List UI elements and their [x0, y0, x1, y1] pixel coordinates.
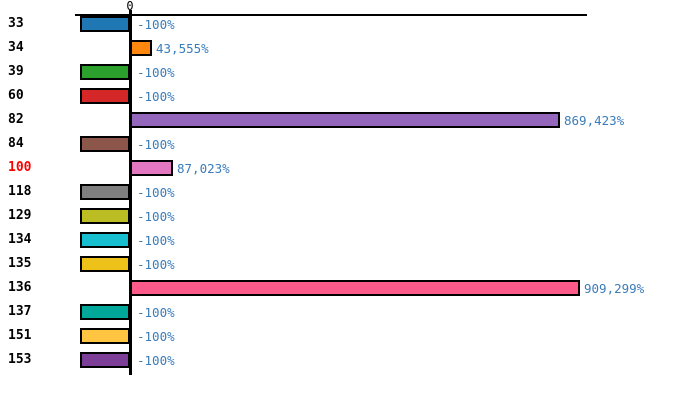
- zero-axis-line: [129, 10, 132, 375]
- value-label: -100%: [137, 353, 175, 368]
- category-label: 153: [8, 352, 32, 367]
- category-label: 60: [8, 88, 24, 103]
- bar: [130, 112, 560, 128]
- bar: [80, 136, 130, 152]
- chart-row: 135 -100%: [0, 252, 700, 276]
- chart-row: 136 909,299%: [0, 276, 700, 300]
- bar: [80, 232, 130, 248]
- bar: [130, 280, 580, 296]
- category-label: 39: [8, 64, 24, 79]
- value-label: -100%: [137, 257, 175, 272]
- bar: [80, 88, 130, 104]
- chart-row: 153 -100%: [0, 348, 700, 372]
- bar: [130, 160, 173, 176]
- bar: [80, 184, 130, 200]
- category-label: 135: [8, 256, 32, 271]
- value-label: 43,555%: [156, 41, 209, 56]
- bar: [80, 352, 130, 368]
- chart-row: 39 -100%: [0, 60, 700, 84]
- category-label: 84: [8, 136, 24, 151]
- chart-row: 34 43,555%: [0, 36, 700, 60]
- category-label: 134: [8, 232, 32, 247]
- bar: [80, 64, 130, 80]
- axis-zero-tick-label: 0: [126, 0, 134, 13]
- bar: [130, 40, 152, 56]
- chart-row: 100 87,023%: [0, 156, 700, 180]
- category-label: 136: [8, 280, 32, 295]
- value-label: -100%: [137, 233, 175, 248]
- chart-row: 84 -100%: [0, 132, 700, 156]
- category-label: 100: [8, 160, 32, 175]
- chart-row: 129 -100%: [0, 204, 700, 228]
- chart-row: 151 -100%: [0, 324, 700, 348]
- value-label: -100%: [137, 137, 175, 152]
- value-label: -100%: [137, 209, 175, 224]
- plot-top-border: [75, 14, 587, 16]
- category-label: 82: [8, 112, 24, 127]
- category-label: 151: [8, 328, 32, 343]
- value-label: 869,423%: [564, 113, 625, 128]
- bar: [80, 328, 130, 344]
- chart-row: 118 -100%: [0, 180, 700, 204]
- chart-row: 134 -100%: [0, 228, 700, 252]
- value-label: -100%: [137, 305, 175, 320]
- chart-row: 137 -100%: [0, 300, 700, 324]
- bar: [80, 208, 130, 224]
- value-label: 909,299%: [584, 281, 645, 296]
- value-label: 87,023%: [177, 161, 230, 176]
- value-label: -100%: [137, 65, 175, 80]
- chart-row: 60 -100%: [0, 84, 700, 108]
- value-label: -100%: [137, 185, 175, 200]
- bar: [80, 16, 130, 32]
- category-label: 129: [8, 208, 32, 223]
- category-label: 34: [8, 40, 24, 55]
- chart-row: 33 -100%: [0, 12, 700, 36]
- category-label: 33: [8, 16, 24, 31]
- value-label: -100%: [137, 329, 175, 344]
- value-label: -100%: [137, 17, 175, 32]
- bar: [80, 256, 130, 272]
- chart-row: 82 869,423%: [0, 108, 700, 132]
- category-label: 118: [8, 184, 32, 199]
- bar: [80, 304, 130, 320]
- value-label: -100%: [137, 89, 175, 104]
- category-label: 137: [8, 304, 32, 319]
